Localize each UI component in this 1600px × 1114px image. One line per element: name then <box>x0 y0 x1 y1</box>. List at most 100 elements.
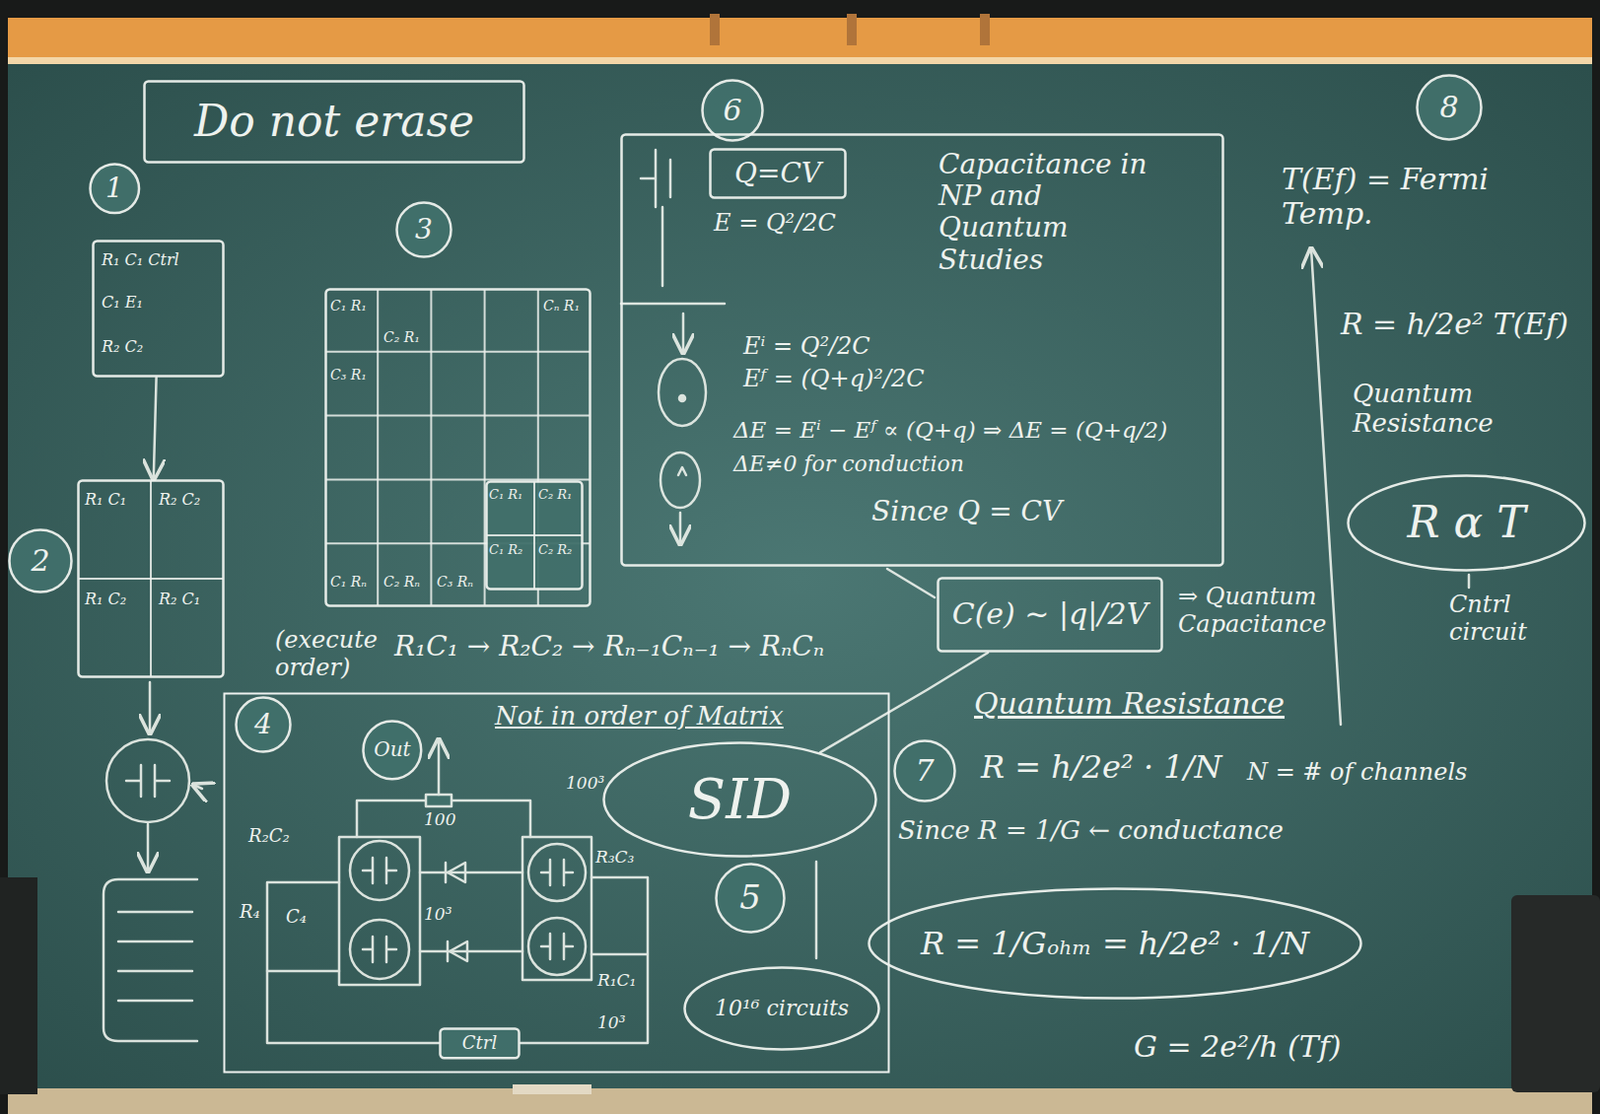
leader-tick <box>1467 574 1471 588</box>
highlight-frame: Not in order of Matrix4OutSID510¹⁶ circu… <box>222 692 891 1074</box>
cell-circle <box>528 843 586 902</box>
node-border <box>710 149 846 199</box>
map-clip <box>846 13 857 46</box>
node-border <box>486 482 583 590</box>
node-border <box>440 1028 520 1058</box>
chalk-box: C(e) ~ |q|/2V <box>936 576 1164 653</box>
node-text: Out <box>373 738 411 762</box>
resistor-symbol <box>425 794 452 807</box>
cell-stack <box>339 836 420 985</box>
stack-lines <box>118 911 193 1001</box>
node-text: R₂ C₁ <box>158 590 201 609</box>
chalk-label: R₃C₃ <box>595 847 634 868</box>
callout-circle: 6 <box>700 78 765 142</box>
stack-bracket <box>103 879 198 1042</box>
flow-arrow <box>679 512 683 545</box>
node-text: Do not erase <box>194 96 475 147</box>
node-text: C₂ Rₙ <box>383 573 420 590</box>
node-border <box>224 694 890 1073</box>
node-border <box>1348 476 1586 571</box>
cell-circle <box>106 739 190 823</box>
chalk-label: 100³ <box>565 773 605 794</box>
node-outline <box>76 479 225 679</box>
node-border <box>604 743 877 857</box>
chalk-label: R₂C₂ <box>248 826 290 847</box>
circuit-wire <box>520 877 648 1044</box>
chalk-oval: R α T <box>1346 474 1587 572</box>
callout-circle: 1 <box>88 162 141 215</box>
node-text: Cₙ R₁ <box>543 297 580 314</box>
node-text: 3 <box>415 213 433 246</box>
connector <box>820 652 988 753</box>
chalkboard <box>7 59 1593 1095</box>
node-text: C₁ E₁ <box>101 293 143 312</box>
chalk-label: (execute order) <box>275 626 384 682</box>
callout-circle: 4 <box>234 695 292 754</box>
circuit-wire <box>267 970 340 974</box>
node-text: 8 <box>1439 90 1459 126</box>
chalk-label: R = h/2e² · 1/N <box>980 749 1222 786</box>
bracket-line <box>887 568 935 598</box>
notice-box: Do not erase <box>142 79 526 164</box>
node-text: ΔE = Eⁱ − Eᶠ ∝ (Q+q) ⇒ ΔE = (Q+q/2) <box>733 417 1168 443</box>
chalk-box: Ctrl <box>438 1027 521 1060</box>
node-text: 10¹⁶ circuits <box>714 995 849 1021</box>
chalk-box: R₁ C₁ Ctrl C₁ E₁ R₂ C₂ <box>91 239 225 378</box>
node-text: Eⁱ = Q²/2C <box>743 333 871 361</box>
divider-line <box>621 302 725 306</box>
node-text: 2 <box>30 544 50 579</box>
node-text: C₁ Rₙ <box>330 573 367 590</box>
chalk-label: ⇒ Quantum Capacitance <box>1178 583 1326 638</box>
chalk-oval: R = 1/Gₒₕₘ = h/2e² · 1/N <box>867 887 1363 1000</box>
callout-circle: 5 <box>714 862 786 934</box>
node-border <box>89 163 140 213</box>
node-border <box>702 80 764 141</box>
node-border <box>326 289 591 607</box>
grid-line <box>78 577 223 580</box>
eraser <box>512 1084 592 1095</box>
node-text: R₁ C₂ <box>84 590 127 609</box>
node-text: 6 <box>722 93 742 129</box>
chalk-label: G = 2e²/h (Tf) <box>1133 1030 1342 1065</box>
node-text: 4 <box>254 708 273 741</box>
chalk-oval: 10¹⁶ circuits <box>683 966 881 1051</box>
capacitor-symbol <box>362 857 397 884</box>
node-border <box>78 481 224 678</box>
nanoparticle <box>660 452 700 508</box>
grid-line <box>326 478 590 481</box>
node-text: C₂ R₁ <box>383 329 420 346</box>
node-border <box>93 241 224 377</box>
callout-circle: Out <box>361 719 423 781</box>
speaker-left <box>0 877 38 1095</box>
capacitor-symbol <box>541 933 573 960</box>
node-text: E = Q²/2C <box>713 209 836 238</box>
chalk-box: C₁ R₁C₂ R₁C₃ R₁Cₙ R₁C₁ RₙC₂ RₙC₃ RₙC₁ R₁… <box>324 287 592 608</box>
top-rail-lip <box>7 57 1593 65</box>
circuit-wire <box>419 872 523 952</box>
node-text: Ctrl <box>462 1033 497 1054</box>
node-border <box>144 81 525 163</box>
node-text: Capacitance in NP and Quantum Studies <box>938 148 1166 277</box>
node-border <box>1417 75 1482 140</box>
capacitor-symbol <box>541 859 573 886</box>
grid-line <box>326 350 590 353</box>
grid-line <box>486 534 582 537</box>
capacitor-symbol <box>640 149 671 286</box>
flow-arrow <box>146 824 150 872</box>
chalk-label: Quantum Resistance <box>973 687 1285 722</box>
node-text: R₁ C₁ Ctrl <box>101 251 180 270</box>
chalk-line <box>815 861 819 959</box>
node-text: Q=CV <box>734 157 822 190</box>
node-border <box>869 889 1362 999</box>
node-text: R₂ C₂ <box>101 338 143 356</box>
node-text: SID <box>688 767 792 832</box>
flow-arrow <box>682 313 686 353</box>
chalk-label: R₄ <box>239 902 261 923</box>
node-text: C₃ R₁ <box>330 366 367 383</box>
flow-arrow <box>148 682 152 734</box>
callout-circle: 2 <box>7 528 73 594</box>
electron-mark <box>678 467 687 476</box>
nanoparticle <box>658 358 706 426</box>
speaker-right <box>1511 895 1600 1093</box>
